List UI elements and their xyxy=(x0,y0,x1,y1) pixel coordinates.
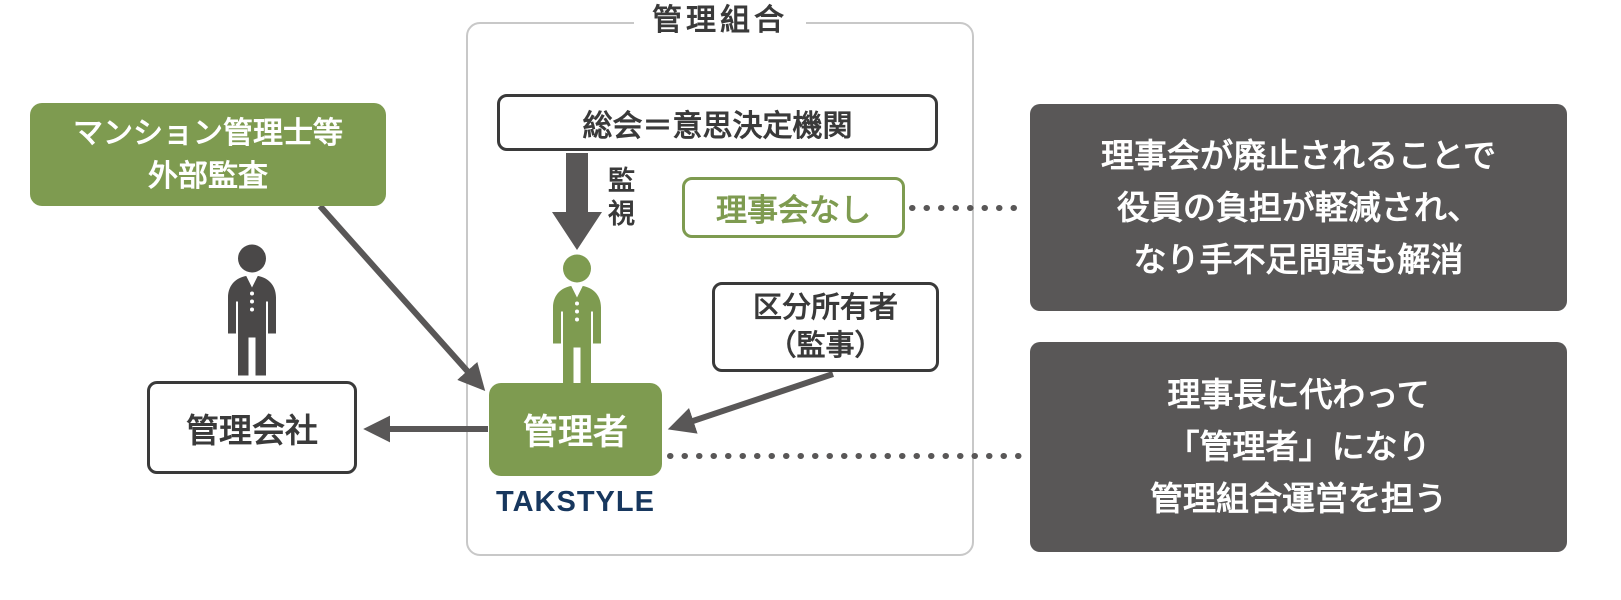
manager-note: 理事長に代わって 「管理者」になり 管理組合運営を担う xyxy=(1030,342,1567,552)
manager-note-line1: 理事長に代わって xyxy=(1167,376,1430,413)
no-board-note: 理事会が廃止されることで 役員の負担が軽減され、 なり手不足問題も解消 xyxy=(1030,104,1567,311)
manager-person-icon xyxy=(553,254,601,386)
brand-label: TAKSTYLE xyxy=(496,486,655,518)
external-audit-line2: 外部監査 xyxy=(148,159,268,193)
no-board-note-line1: 理事会が廃止されることで xyxy=(1100,136,1496,174)
manager-box: 管理者 xyxy=(489,383,662,476)
manager-note-line3: 管理組合運営を担う xyxy=(1150,480,1447,517)
external-audit-box: マンション管理士等 外部監査 xyxy=(30,103,386,206)
unit-owner-line1: 区分所有者 xyxy=(752,292,898,324)
arrow-external-audit-to-manager xyxy=(317,204,486,392)
no-board-note-line3: なり手不足問題も解消 xyxy=(1133,240,1464,278)
management-company-box: 管理会社 xyxy=(147,381,357,474)
manager-note-line2: 「管理者」になり xyxy=(1166,428,1431,465)
no-board-note-line2: 役員の負担が軽減され、 xyxy=(1116,188,1481,226)
external-audit-line1: マンション管理士等 xyxy=(73,116,343,150)
monitoring-label: 監視 xyxy=(604,166,634,232)
unit-owner-line2: （監事） xyxy=(767,330,884,362)
general-meeting-box: 総会＝意思決定機関 xyxy=(497,94,938,151)
company-person-icon xyxy=(228,244,276,376)
management-union-label: 管理組合 xyxy=(634,2,806,40)
no-board-box: 理事会なし xyxy=(682,177,905,238)
unit-owner-box: 区分所有者 （監事） xyxy=(712,282,939,372)
